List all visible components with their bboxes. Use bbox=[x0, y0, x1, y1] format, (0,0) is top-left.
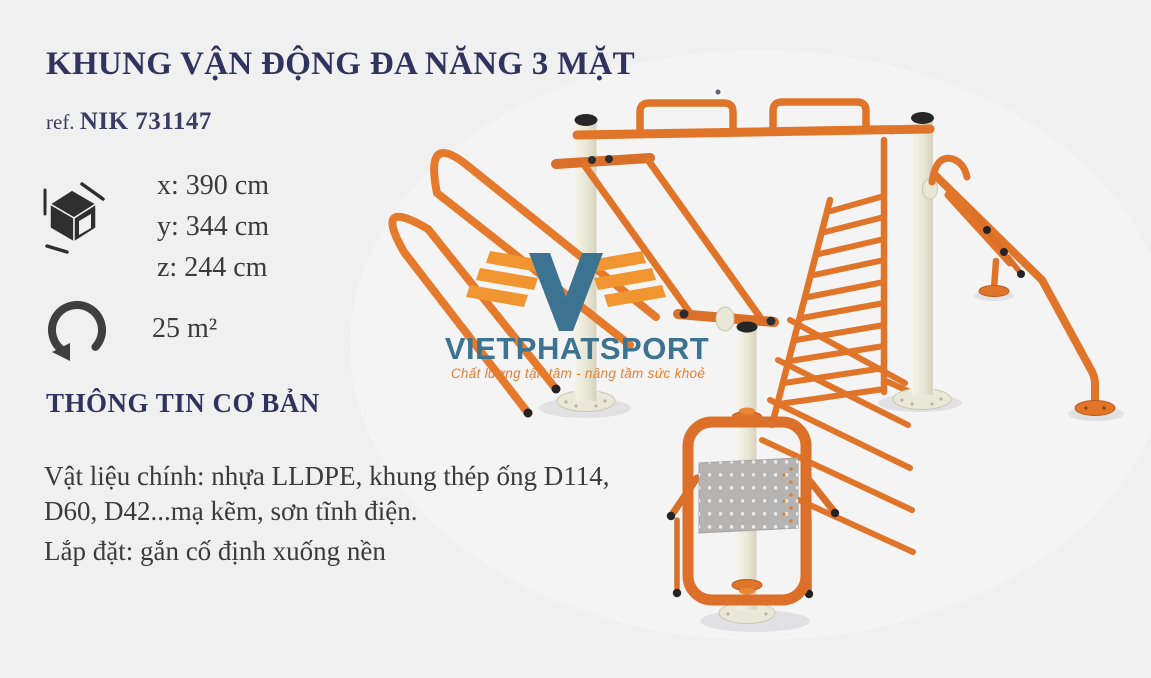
top-bar bbox=[572, 98, 935, 140]
dimension-y: y: 344 cm bbox=[157, 211, 269, 242]
materials-text: Vật liệu chính: nhựa LLDPE, khung thép ố… bbox=[44, 459, 610, 529]
incline-station bbox=[922, 154, 1116, 416]
installation-text: Lắp đặt: gắn cố định xuống nền bbox=[44, 536, 386, 566]
materials-line: D60, D42...mạ kẽm, sơn tĩnh điện. bbox=[44, 496, 418, 526]
materials-line: Vật liệu chính: nhựa LLDPE, khung thép ố… bbox=[44, 461, 610, 491]
ref-label: ref. bbox=[46, 110, 75, 134]
dimension-z: z: 244 cm bbox=[157, 252, 268, 283]
hairpin-hoops bbox=[388, 149, 660, 417]
ref-code: NIK 731147 bbox=[79, 108, 212, 135]
hoop-end-cap bbox=[551, 384, 561, 394]
hoop-end-cap bbox=[523, 408, 533, 418]
area-value: 25 m² bbox=[152, 313, 218, 344]
logo-v-mark bbox=[529, 253, 603, 331]
area-rotate-icon bbox=[44, 297, 108, 367]
section-heading: THÔNG TIN CƠ BẢN bbox=[46, 388, 320, 418]
dimension-x: x: 390 cm bbox=[157, 170, 269, 201]
logo-wings bbox=[466, 251, 666, 307]
dimensions-box-icon bbox=[40, 176, 110, 258]
page-title: KHUNG VẬN ĐỘNG ĐA NĂNG 3 MẶT bbox=[46, 46, 635, 82]
watermark-brand: VIETPHATSPORT bbox=[445, 331, 709, 366]
watermark-tagline: Chất lượng tận tâm - nâng tầm sức khoẻ bbox=[451, 366, 705, 381]
image-fleck bbox=[715, 89, 721, 95]
dip-rails bbox=[551, 153, 779, 332]
watermark-logo: VIETPHATSPORT Chất lượng tận tâm - nâng … bbox=[445, 251, 709, 381]
reference-line: ref. NIK 731147 bbox=[46, 108, 212, 136]
perforated-panel bbox=[699, 458, 798, 533]
situp-board bbox=[666, 407, 840, 606]
dimensions-list: x: 390 cm y: 344 cm z: 244 cm bbox=[157, 165, 269, 288]
